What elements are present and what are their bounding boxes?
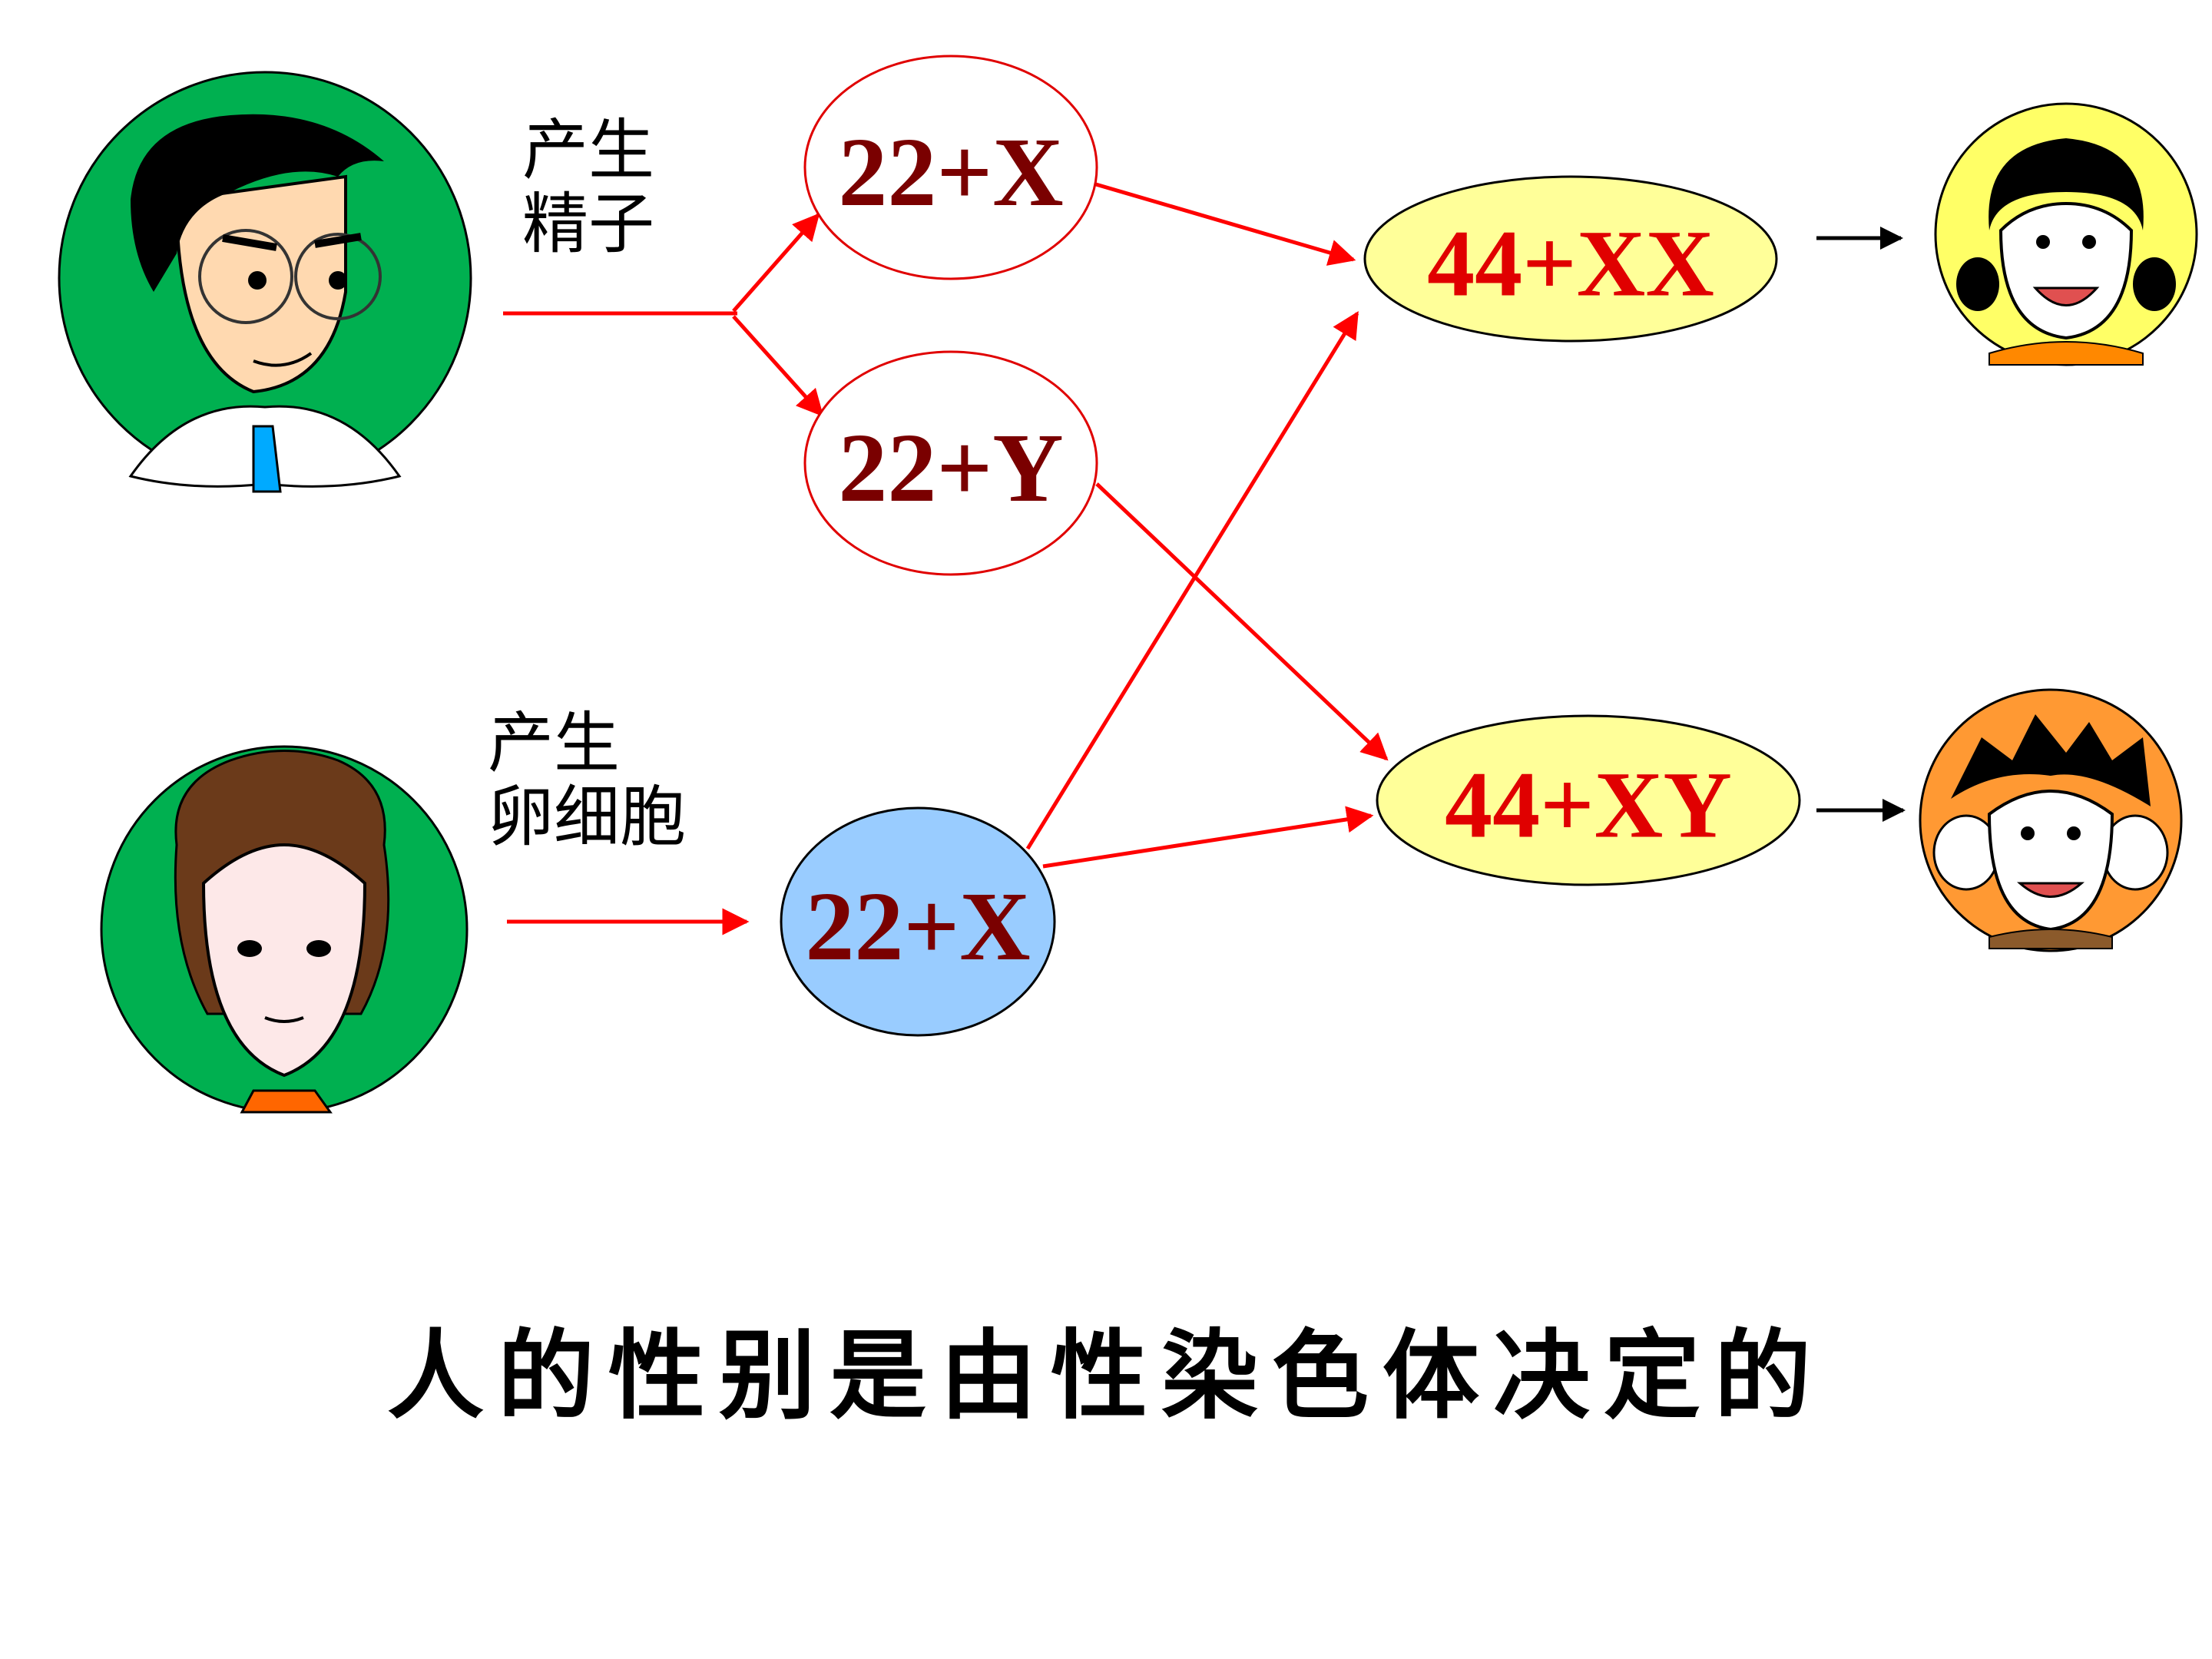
father-process-label: 产生 精子 bbox=[522, 114, 654, 262]
father-process-line-1: 产生 bbox=[522, 112, 654, 189]
arrow-spermx-to-xx bbox=[1090, 180, 1356, 266]
zygote-xx-node: 44+XX bbox=[1363, 175, 1778, 343]
result-arrows bbox=[1816, 227, 1906, 822]
father-avatar-icon bbox=[58, 71, 472, 493]
sperm-x-label: 22+X bbox=[838, 118, 1063, 227]
zygote-xx-label: 44+XX bbox=[1427, 211, 1714, 316]
mother-process-line-1: 产生 bbox=[488, 705, 620, 782]
caption: 人的性别是由性染色体决定的 bbox=[387, 1319, 1825, 1432]
arrow-spermy-to-xy bbox=[1095, 482, 1389, 761]
arrows bbox=[503, 180, 1389, 935]
arrow-to-sperm-x bbox=[732, 213, 820, 313]
arrow-egg-to-xy bbox=[1042, 806, 1374, 869]
zygote-xy-label: 44+XY bbox=[1445, 753, 1732, 858]
mother-process-label: 产生 卵细胞 bbox=[488, 707, 686, 855]
egg-label: 22+X bbox=[805, 872, 1030, 981]
sperm-y-node: 22+Y bbox=[803, 350, 1098, 576]
egg-node: 22+X bbox=[780, 806, 1056, 1037]
sperm-x-node: 22+X bbox=[803, 55, 1098, 280]
son-avatar-icon bbox=[1919, 688, 2183, 952]
father-process-line-2: 精子 bbox=[522, 186, 654, 263]
zygote-xy-node: 44+XY bbox=[1376, 714, 1801, 886]
arrow-to-sperm-y bbox=[732, 315, 824, 417]
daughter-avatar-icon bbox=[1934, 102, 2198, 366]
sperm-y-label: 22+Y bbox=[838, 413, 1063, 522]
mother-avatar-icon bbox=[100, 745, 469, 1114]
arrow-egg-to-xx bbox=[1025, 311, 1359, 850]
mother-process-line-2: 卵细胞 bbox=[488, 779, 686, 856]
